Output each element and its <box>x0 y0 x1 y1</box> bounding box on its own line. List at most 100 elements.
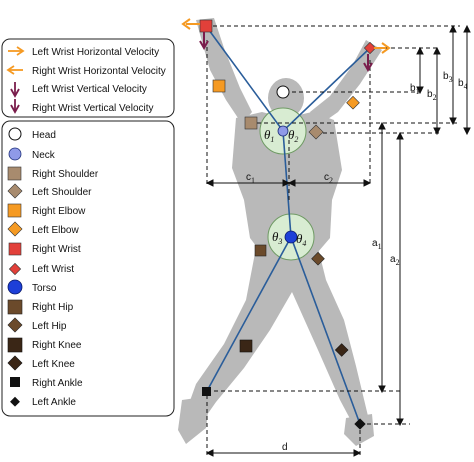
legend-item: Left Wrist Horizontal Velocity <box>8 46 159 58</box>
left-knee-marker <box>334 343 349 357</box>
dark-brown-square-icon <box>7 337 23 353</box>
velocity-legend: Left Wrist Horizontal Velocity Right Wri… <box>1 38 175 118</box>
black-square-icon <box>10 377 20 387</box>
right-wrist-vertical-velocity-arrow <box>199 32 209 51</box>
label-d: d <box>282 442 288 453</box>
legend-item: Left Shoulder <box>7 183 92 199</box>
legend-item: Right Elbow <box>7 203 86 218</box>
tan-diamond-icon <box>7 183 23 199</box>
theta4-label: θ4 <box>296 231 306 248</box>
svg-text:Left Wrist: Left Wrist <box>32 264 74 275</box>
left-hip-marker <box>311 251 325 266</box>
right-hip-marker <box>254 244 267 257</box>
legend-item: Right Hip <box>7 299 74 315</box>
orange-diamond-icon <box>7 221 23 237</box>
legend-item: Right Wrist <box>8 242 81 256</box>
brown-diamond-icon <box>7 317 23 333</box>
skeleton-lines <box>205 25 371 425</box>
svg-text:Right Wrist Horizontal Velocit: Right Wrist Horizontal Velocity <box>32 66 166 77</box>
orange-left-arrow-icon <box>6 65 23 75</box>
dimension-labels: b1 b2 b3 b4 a1 a2 c1 c2 d <box>246 71 468 453</box>
legend-item: Left Elbow <box>7 221 79 237</box>
theta2-label: θ2 <box>288 127 298 144</box>
theta3-label: θ3 <box>272 229 282 246</box>
lavender-circle-icon <box>8 147 22 161</box>
label-a2: a2 <box>390 254 400 267</box>
legend-item: Head <box>8 127 56 141</box>
right-wrist-horizontal-velocity-arrow <box>181 18 200 30</box>
svg-text:Left Shoulder: Left Shoulder <box>32 187 92 198</box>
joint-markers <box>199 19 377 430</box>
svg-text:Right Wrist Vertical Velocity: Right Wrist Vertical Velocity <box>32 103 154 114</box>
label-c2: c2 <box>324 172 333 185</box>
svg-text:Left Ankle: Left Ankle <box>32 397 76 408</box>
torso-marker <box>284 230 298 244</box>
label-b1: b1 <box>410 83 420 96</box>
svg-text:Head: Head <box>32 130 56 141</box>
legend-item: Left Knee <box>7 355 75 371</box>
red-square-icon <box>8 242 22 256</box>
right-shoulder-marker <box>244 116 258 130</box>
legend-item: Left Hip <box>7 317 67 333</box>
svg-text:Left Wrist Horizontal Velocity: Left Wrist Horizontal Velocity <box>32 47 159 58</box>
svg-text:Right Wrist: Right Wrist <box>32 244 81 255</box>
purple-down-arrow-icon <box>10 82 20 98</box>
label-b2: b2 <box>427 89 437 102</box>
velocity-legend-box <box>1 38 175 118</box>
label-b4: b4 <box>458 78 468 91</box>
right-knee-marker <box>239 339 253 353</box>
label-b3: b3 <box>443 71 453 84</box>
velocity-arrows <box>181 18 391 73</box>
legend-item: Neck <box>8 147 56 161</box>
right-ankle-marker <box>202 387 211 396</box>
neck-marker <box>277 125 289 137</box>
label-c1: c1 <box>246 172 255 185</box>
svg-text:Right Elbow: Right Elbow <box>32 206 86 217</box>
legend-item: Left Ankle <box>10 396 76 408</box>
joint-legend: Head Neck Right Shoulder Left Shoulder R… <box>1 120 175 417</box>
angle-labels: θ1 θ2 θ3 θ4 <box>264 127 306 248</box>
left-ankle-marker <box>354 418 366 430</box>
blue-circle-icon <box>7 279 23 295</box>
tan-square-icon <box>7 166 22 181</box>
orange-square-icon <box>7 203 22 218</box>
brown-square-icon <box>7 299 23 315</box>
svg-text:Left Wrist Vertical Velocity: Left Wrist Vertical Velocity <box>32 84 147 95</box>
svg-text:Right Hip: Right Hip <box>32 302 74 313</box>
dimension-arrows <box>205 24 471 457</box>
svg-text:Right Knee: Right Knee <box>32 340 82 351</box>
purple-down-arrow-icon <box>10 99 20 114</box>
svg-text:Torso: Torso <box>32 283 57 294</box>
svg-text:Left Knee: Left Knee <box>32 359 75 370</box>
dark-brown-diamond-icon <box>7 355 23 371</box>
black-diamond-icon <box>10 396 20 407</box>
legend-item: Torso <box>7 279 57 295</box>
label-a1: a1 <box>372 238 382 251</box>
left-wrist-horizontal-velocity-arrow <box>374 42 391 54</box>
left-wrist-vertical-velocity-arrow <box>363 54 373 73</box>
head-marker <box>276 85 290 99</box>
svg-text:Left Elbow: Left Elbow <box>32 225 79 236</box>
theta1-label: θ1 <box>264 127 274 144</box>
red-diamond-icon <box>8 262 22 276</box>
left-wrist-marker <box>363 41 377 55</box>
right-wrist-marker <box>199 19 213 33</box>
left-elbow-marker <box>346 95 360 110</box>
legend-item: Right Wrist Horizontal Velocity <box>6 65 166 77</box>
white-circle-icon <box>8 127 22 141</box>
legend-item: Left Wrist Vertical Velocity <box>10 82 147 98</box>
legend-item: Right Knee <box>7 337 82 353</box>
legend-item: Right Wrist Vertical Velocity <box>10 99 154 114</box>
legend-item: Right Ankle <box>10 377 83 389</box>
svg-text:Right Ankle: Right Ankle <box>32 378 83 389</box>
svg-text:Left Hip: Left Hip <box>32 321 67 332</box>
legend-item: Left Wrist <box>8 262 74 276</box>
svg-text:Right Shoulder: Right Shoulder <box>32 169 99 180</box>
joint-legend-box <box>1 120 175 417</box>
legend-item: Right Shoulder <box>7 166 99 181</box>
orange-right-arrow-icon <box>8 46 25 56</box>
left-shoulder-marker <box>308 124 324 140</box>
dashed-guides <box>206 25 460 455</box>
svg-text:Neck: Neck <box>32 150 56 161</box>
